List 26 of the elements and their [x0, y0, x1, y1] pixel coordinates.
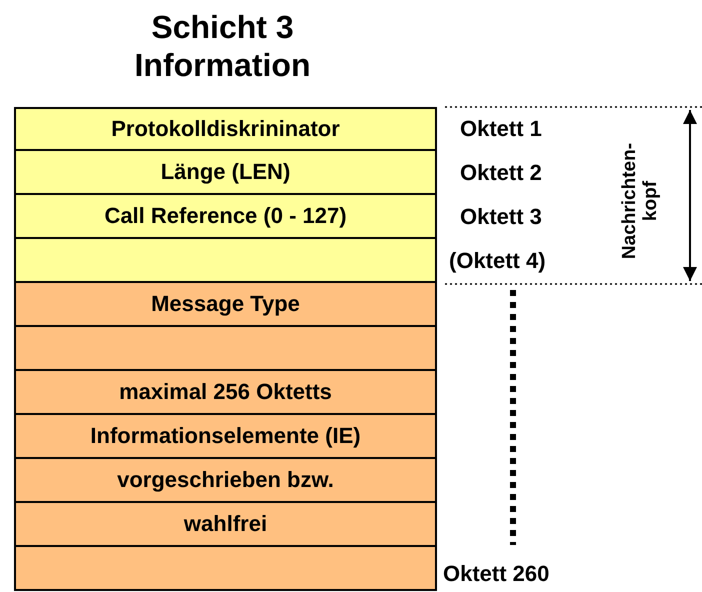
- field-row: [14, 195, 437, 239]
- title: Schicht 3 Information: [134, 8, 312, 84]
- field-label: Länge (LEN): [160, 159, 290, 185]
- empty-row: [14, 327, 437, 371]
- field-label: Call Reference (0 - 127): [104, 203, 347, 229]
- field-label: Informationselemente (IE): [90, 423, 361, 449]
- field-label: Protokolldiskrininator: [111, 116, 340, 142]
- field-row: [14, 107, 437, 151]
- field-row: [14, 415, 437, 459]
- octet-label: Oktett 260: [443, 561, 550, 587]
- empty-row: [14, 547, 437, 591]
- octet-label: (Oktett 4): [449, 248, 546, 274]
- field-row: [14, 151, 437, 195]
- field-label: Message Type: [151, 291, 300, 317]
- field-label: vorgeschrieben bzw.: [117, 467, 334, 493]
- empty-row: [14, 239, 437, 283]
- header-label: Nachrichten- kopf: [619, 142, 661, 262]
- field-label: wahlfrei: [184, 511, 268, 537]
- field-row: [14, 371, 437, 415]
- field-row: [14, 503, 437, 547]
- field-row: [14, 283, 437, 327]
- field-row: [14, 459, 437, 503]
- octet-label: Oktett 1: [460, 116, 542, 142]
- field-label: maximal 256 Oktetts: [119, 379, 332, 405]
- octet-label: Oktett 3: [460, 204, 542, 230]
- octet-label: Oktett 2: [460, 160, 542, 186]
